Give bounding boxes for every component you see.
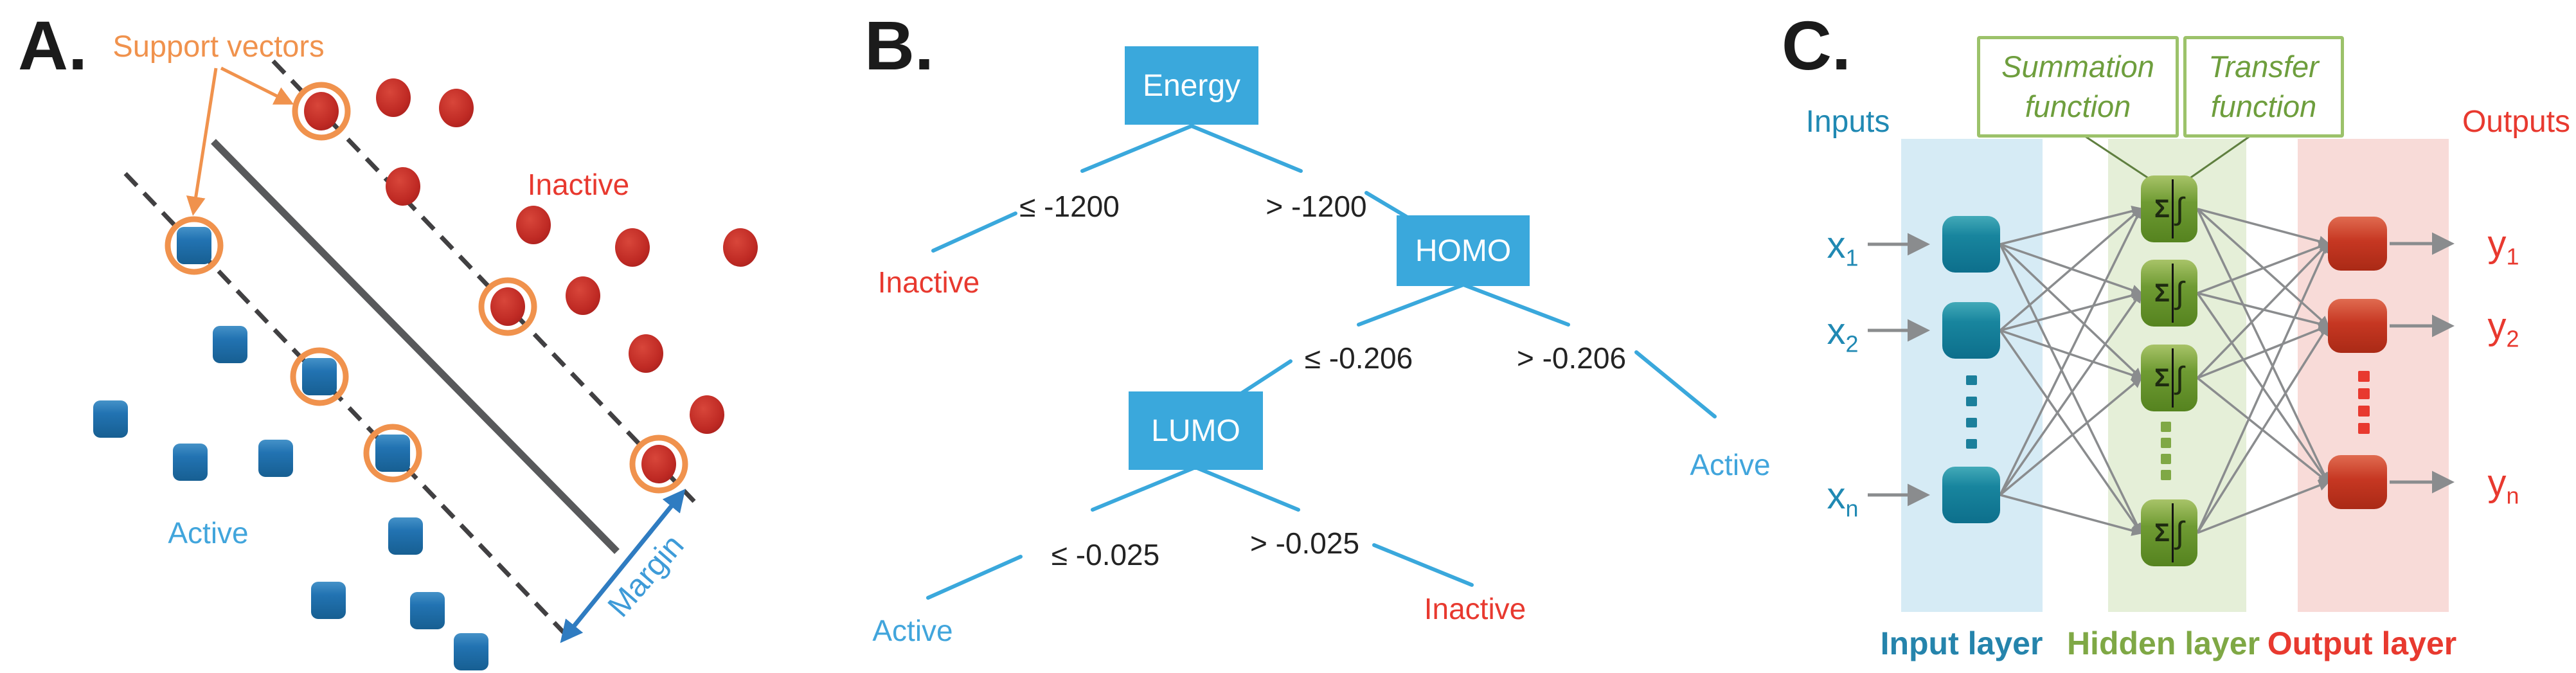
- inactive-class-label: Inactive: [527, 168, 630, 201]
- threshold-lumo-gt: > -0.025: [1249, 526, 1360, 560]
- function-callout-lines: [2077, 130, 2258, 180]
- output-node-1: [2328, 217, 2387, 271]
- support-vector-arrow-down: [186, 67, 218, 216]
- hidden-node-1: Σ∫: [2141, 175, 2197, 242]
- output-node-n: [2328, 455, 2387, 509]
- threshold-energy-le: ≤ -1200: [1019, 190, 1120, 223]
- decision-boundary-line: [211, 139, 620, 554]
- integral-icon: ∫: [2175, 516, 2185, 550]
- panel-b-label: B.: [864, 6, 934, 84]
- output-label-y1: y1: [2487, 223, 2519, 270]
- inputs-label: Inputs: [1805, 105, 1890, 139]
- panel-c-label: C.: [1782, 6, 1851, 84]
- output-label-yn: yn: [2487, 462, 2519, 509]
- active-class-label: Active: [168, 516, 249, 550]
- outputs-label: Outputs: [2462, 105, 2571, 139]
- lower-dashed-margin-line: [123, 172, 566, 635]
- summation-function-box: Summation function: [1977, 36, 2179, 138]
- decision-tree-edges: [926, 124, 1717, 600]
- sigma-icon: Σ: [2154, 363, 2170, 392]
- hidden-layer-label: Hidden layer: [2066, 625, 2260, 661]
- transfer-function-box: Transfer function: [2183, 36, 2344, 138]
- output-layer-label: Output layer: [2267, 625, 2457, 661]
- threshold-homo-le: ≤ -0.206: [1304, 341, 1413, 375]
- sigma-icon: Σ: [2154, 518, 2170, 547]
- inactive-dots: [304, 78, 758, 483]
- integral-icon: ∫: [2175, 192, 2185, 226]
- hidden-ellipsis-dots: [2161, 422, 2171, 480]
- integral-icon: ∫: [2175, 276, 2185, 310]
- panel-a-label: A.: [18, 6, 87, 84]
- leaf-inactive-energy: Inactive: [877, 265, 980, 299]
- svm-diagram: [93, 59, 758, 670]
- input-node-2: [1942, 302, 2000, 359]
- input-node-1: [1942, 216, 2000, 273]
- active-squares: [93, 227, 488, 670]
- input-label-xn: xn: [1827, 475, 1859, 522]
- input-layer-label: Input layer: [1880, 625, 2043, 661]
- tree-node-homo: HOMO: [1397, 215, 1530, 286]
- output-label-y2: y2: [2487, 305, 2519, 352]
- input-label-x1: x1: [1827, 224, 1859, 271]
- support-vector-circles: [165, 82, 688, 494]
- threshold-homo-gt: > -0.206: [1516, 341, 1627, 375]
- tree-node-lumo: LUMO: [1129, 391, 1263, 470]
- output-ellipsis-dots: [2358, 371, 2370, 434]
- sigma-icon: Σ: [2154, 278, 2170, 307]
- support-vectors-label: Support vectors: [112, 29, 325, 63]
- hidden-node-2: Σ∫: [2141, 260, 2197, 327]
- hidden-node-3: Σ∫: [2141, 345, 2197, 411]
- upper-dashed-margin-line: [271, 59, 696, 503]
- support-vector-arrow-right: [220, 66, 294, 105]
- threshold-energy-gt: > -1200: [1266, 190, 1367, 223]
- node-divider: [2171, 348, 2174, 408]
- node-divider: [2171, 264, 2174, 323]
- network-connections: [1999, 205, 2330, 536]
- leaf-inactive-lumo: Inactive: [1424, 592, 1526, 625]
- input-ellipsis-dots: [1966, 375, 1977, 449]
- output-node-2: [2328, 299, 2387, 353]
- node-divider: [2171, 503, 2174, 562]
- margin-double-arrow: [560, 489, 686, 643]
- threshold-lumo-le: ≤ -0.025: [1051, 538, 1160, 571]
- input-node-n: [1942, 467, 2000, 523]
- tree-node-energy: Energy: [1125, 46, 1258, 125]
- leaf-active-lumo: Active: [872, 614, 953, 647]
- input-output-arrows: [1868, 232, 2455, 507]
- integral-icon: ∫: [2175, 361, 2185, 395]
- leaf-active-homo: Active: [1690, 448, 1771, 481]
- sigma-icon: Σ: [2154, 194, 2170, 223]
- hidden-node-m: Σ∫: [2141, 499, 2197, 566]
- input-label-x2: x2: [1827, 310, 1859, 357]
- node-divider: [2171, 179, 2174, 238]
